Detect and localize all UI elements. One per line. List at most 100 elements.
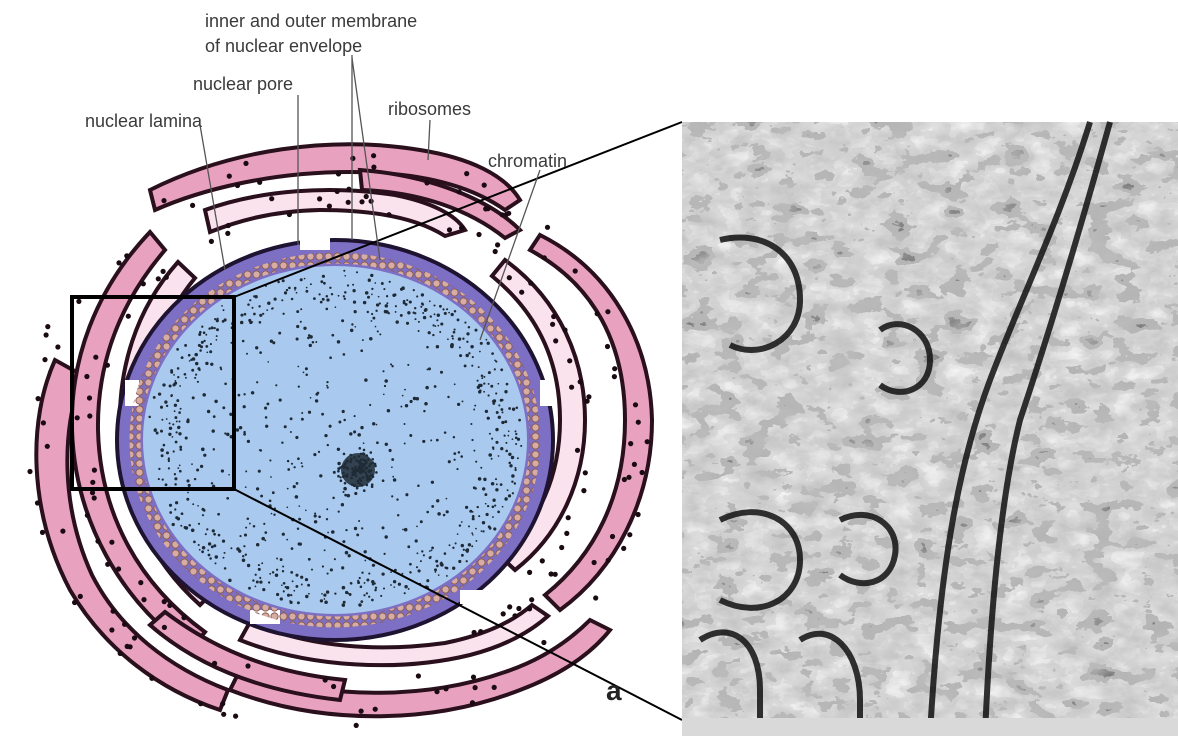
chromatin-dot: [189, 360, 191, 362]
pore: [300, 236, 330, 250]
chromatin-dot: [212, 529, 215, 532]
chromatin-dot: [396, 498, 398, 500]
chromatin-dot: [500, 399, 503, 402]
chromatin-dot: [284, 425, 287, 428]
chromatin-dot: [402, 395, 404, 397]
ribosome-dot: [575, 448, 580, 453]
chromatin-dot: [174, 382, 177, 385]
chromatin-dot: [201, 341, 204, 344]
chromatin-dot: [177, 467, 179, 469]
ribosome-dot: [622, 477, 627, 482]
ribosome-dot: [566, 515, 571, 520]
ribosome-dot: [472, 630, 477, 635]
chromatin-dot: [332, 497, 335, 500]
chromatin-dot: [464, 322, 466, 324]
chromatin-dot: [265, 416, 268, 419]
chromatin-dot: [296, 482, 299, 485]
chromatin-dot: [375, 310, 377, 312]
chromatin-dot: [327, 532, 329, 534]
chromatin-dot: [223, 309, 225, 311]
chromatin-dot: [491, 482, 495, 486]
chromatin-dot: [402, 529, 404, 531]
chromatin-dot: [431, 505, 434, 508]
chromatin-dot: [517, 457, 519, 459]
chromatin-dot: [174, 404, 177, 407]
chromatin-dot: [344, 275, 346, 277]
chromatin-dot: [206, 528, 208, 530]
label-ribosomes: ribosomes: [388, 99, 471, 119]
chromatin-dot: [201, 448, 205, 452]
label-nuclear-lamina: nuclear lamina: [85, 111, 203, 131]
chromatin-dot: [247, 517, 250, 520]
ribosome-dot: [443, 686, 448, 691]
chromatin-dot: [197, 505, 199, 507]
chromatin-dot: [326, 590, 329, 593]
chromatin-dot: [420, 306, 422, 308]
ribosome-dot: [93, 355, 98, 360]
ribosome-dot: [512, 613, 517, 618]
chromatin-dot: [165, 483, 168, 486]
chromatin-dot: [379, 302, 381, 304]
chromatin-dot: [508, 407, 511, 410]
chromatin-dot: [386, 295, 388, 297]
chromatin-dot: [416, 566, 418, 568]
chromatin-dot: [317, 392, 320, 395]
ribosome-dot: [233, 714, 238, 719]
chromatin-dot: [473, 409, 475, 411]
chromatin-dot: [265, 425, 268, 428]
chromatin-dot: [222, 406, 225, 409]
ribosome-dot: [636, 420, 641, 425]
ribosome-dot: [593, 595, 598, 600]
chromatin-dot: [242, 559, 246, 563]
chromatin-dot: [245, 554, 247, 556]
chromatin-dot: [488, 394, 490, 396]
chromatin-dot: [498, 416, 501, 419]
ribosome-dot: [632, 462, 637, 467]
chromatin-dot: [424, 308, 427, 311]
chromatin-dot: [199, 349, 202, 352]
chromatin-dot: [326, 298, 329, 301]
chromatin-dot: [491, 352, 494, 355]
ribosome-dot: [447, 227, 452, 232]
chromatin-dot: [457, 403, 460, 406]
chromatin-dot: [287, 594, 290, 597]
chromatin-dot: [491, 458, 493, 460]
chromatin-dot: [258, 568, 261, 571]
chromatin-dot: [269, 459, 271, 461]
chromatin-dot: [158, 468, 160, 470]
chromatin-dot: [390, 363, 392, 365]
ribosome-dot: [540, 558, 545, 563]
chromatin-dot: [309, 344, 312, 347]
chromatin-dot: [446, 498, 448, 500]
chromatin-dot: [187, 418, 190, 421]
chromatin-dot: [474, 329, 477, 332]
chromatin-dot: [494, 505, 496, 507]
ribosome-dot: [595, 311, 600, 316]
chromatin-dot: [472, 515, 475, 518]
ribosome-dot: [95, 539, 100, 544]
chromatin-dot: [169, 422, 171, 424]
chromatin-dot: [228, 474, 230, 476]
chromatin-dot: [466, 332, 469, 335]
chromatin-dot: [461, 554, 464, 557]
chromatin-dot: [374, 589, 376, 591]
chromatin-dot: [169, 511, 172, 514]
chromatin-dot: [288, 287, 291, 290]
chromatin-dot: [483, 391, 485, 393]
chromatin-dot: [438, 574, 440, 576]
chromatin-dot: [338, 421, 341, 424]
chromatin-dot: [253, 313, 256, 316]
chromatin-dot: [415, 318, 417, 320]
chromatin-dot: [406, 299, 408, 301]
ribosome-dot: [181, 615, 186, 620]
chromatin-dot: [495, 478, 497, 480]
chromatin-dot: [335, 306, 337, 308]
ribosome-dot: [109, 627, 114, 632]
chromatin-dot: [372, 317, 375, 320]
chromatin-dot: [429, 550, 431, 552]
chromatin-dot: [352, 289, 355, 292]
chromatin-dot: [300, 278, 303, 281]
chromatin-dot: [347, 284, 349, 286]
label-chromatin: chromatin: [488, 151, 567, 171]
chromatin-dot: [459, 346, 461, 348]
